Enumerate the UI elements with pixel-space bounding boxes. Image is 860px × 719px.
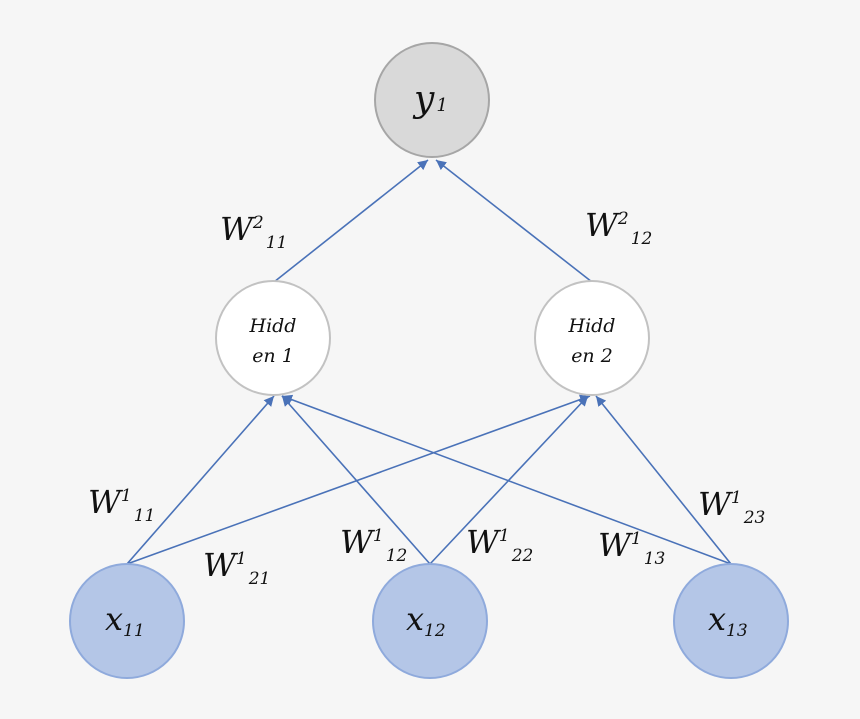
edges-layer: [126, 159, 732, 565]
edge-h1-y1: [273, 159, 429, 283]
hidden-label-1-line2: en 1: [252, 345, 294, 367]
weight-label-w2-11: W211: [220, 210, 287, 253]
weight-label-w1-11: W111: [88, 483, 155, 526]
output-circle: [374, 42, 490, 158]
input-circle-x11: [69, 563, 185, 679]
weight-label-w1-21: W121: [203, 546, 270, 589]
input-node-x12: x12: [372, 563, 488, 679]
input-node-x11: x11: [69, 563, 185, 679]
weight-label-w2-12: W212: [585, 206, 652, 249]
edge-x13-h2: [595, 395, 732, 565]
weight-label-w1-23: W123: [698, 485, 765, 528]
weight-label-w1-13: W113: [598, 526, 665, 569]
input-circle-x12: [372, 563, 488, 679]
hidden-label-2-line1: Hidd: [568, 315, 616, 337]
hidden-node-2: Hidd en 2: [534, 280, 650, 396]
hidden-circle-2: [534, 280, 650, 396]
weight-labels: W211 W212 W111 W121 W112 W122 W113 W123: [88, 206, 765, 589]
hidden-node-1: Hidd en 1: [215, 280, 331, 396]
weight-label-w1-12: W112: [340, 523, 407, 566]
input-label-x12: x12: [406, 600, 446, 641]
input-label-x13: x13: [708, 600, 748, 641]
input-label-x11: x11: [105, 600, 145, 641]
hidden-label-2-line2: en 2: [571, 345, 613, 367]
edge-x13-h1: [281, 394, 732, 565]
edge-x12-h1: [281, 395, 431, 565]
edge-h2-y1: [435, 159, 593, 283]
weight-label-w1-22: W122: [466, 523, 533, 566]
hidden-circle-1: [215, 280, 331, 396]
edge-x12-h2: [429, 395, 589, 565]
input-node-x13: x13: [673, 563, 789, 679]
input-circle-x13: [673, 563, 789, 679]
edge-x11-h2: [126, 394, 591, 565]
edge-x11-h1: [126, 395, 275, 565]
hidden-label-1-line1: Hidd: [249, 315, 297, 337]
